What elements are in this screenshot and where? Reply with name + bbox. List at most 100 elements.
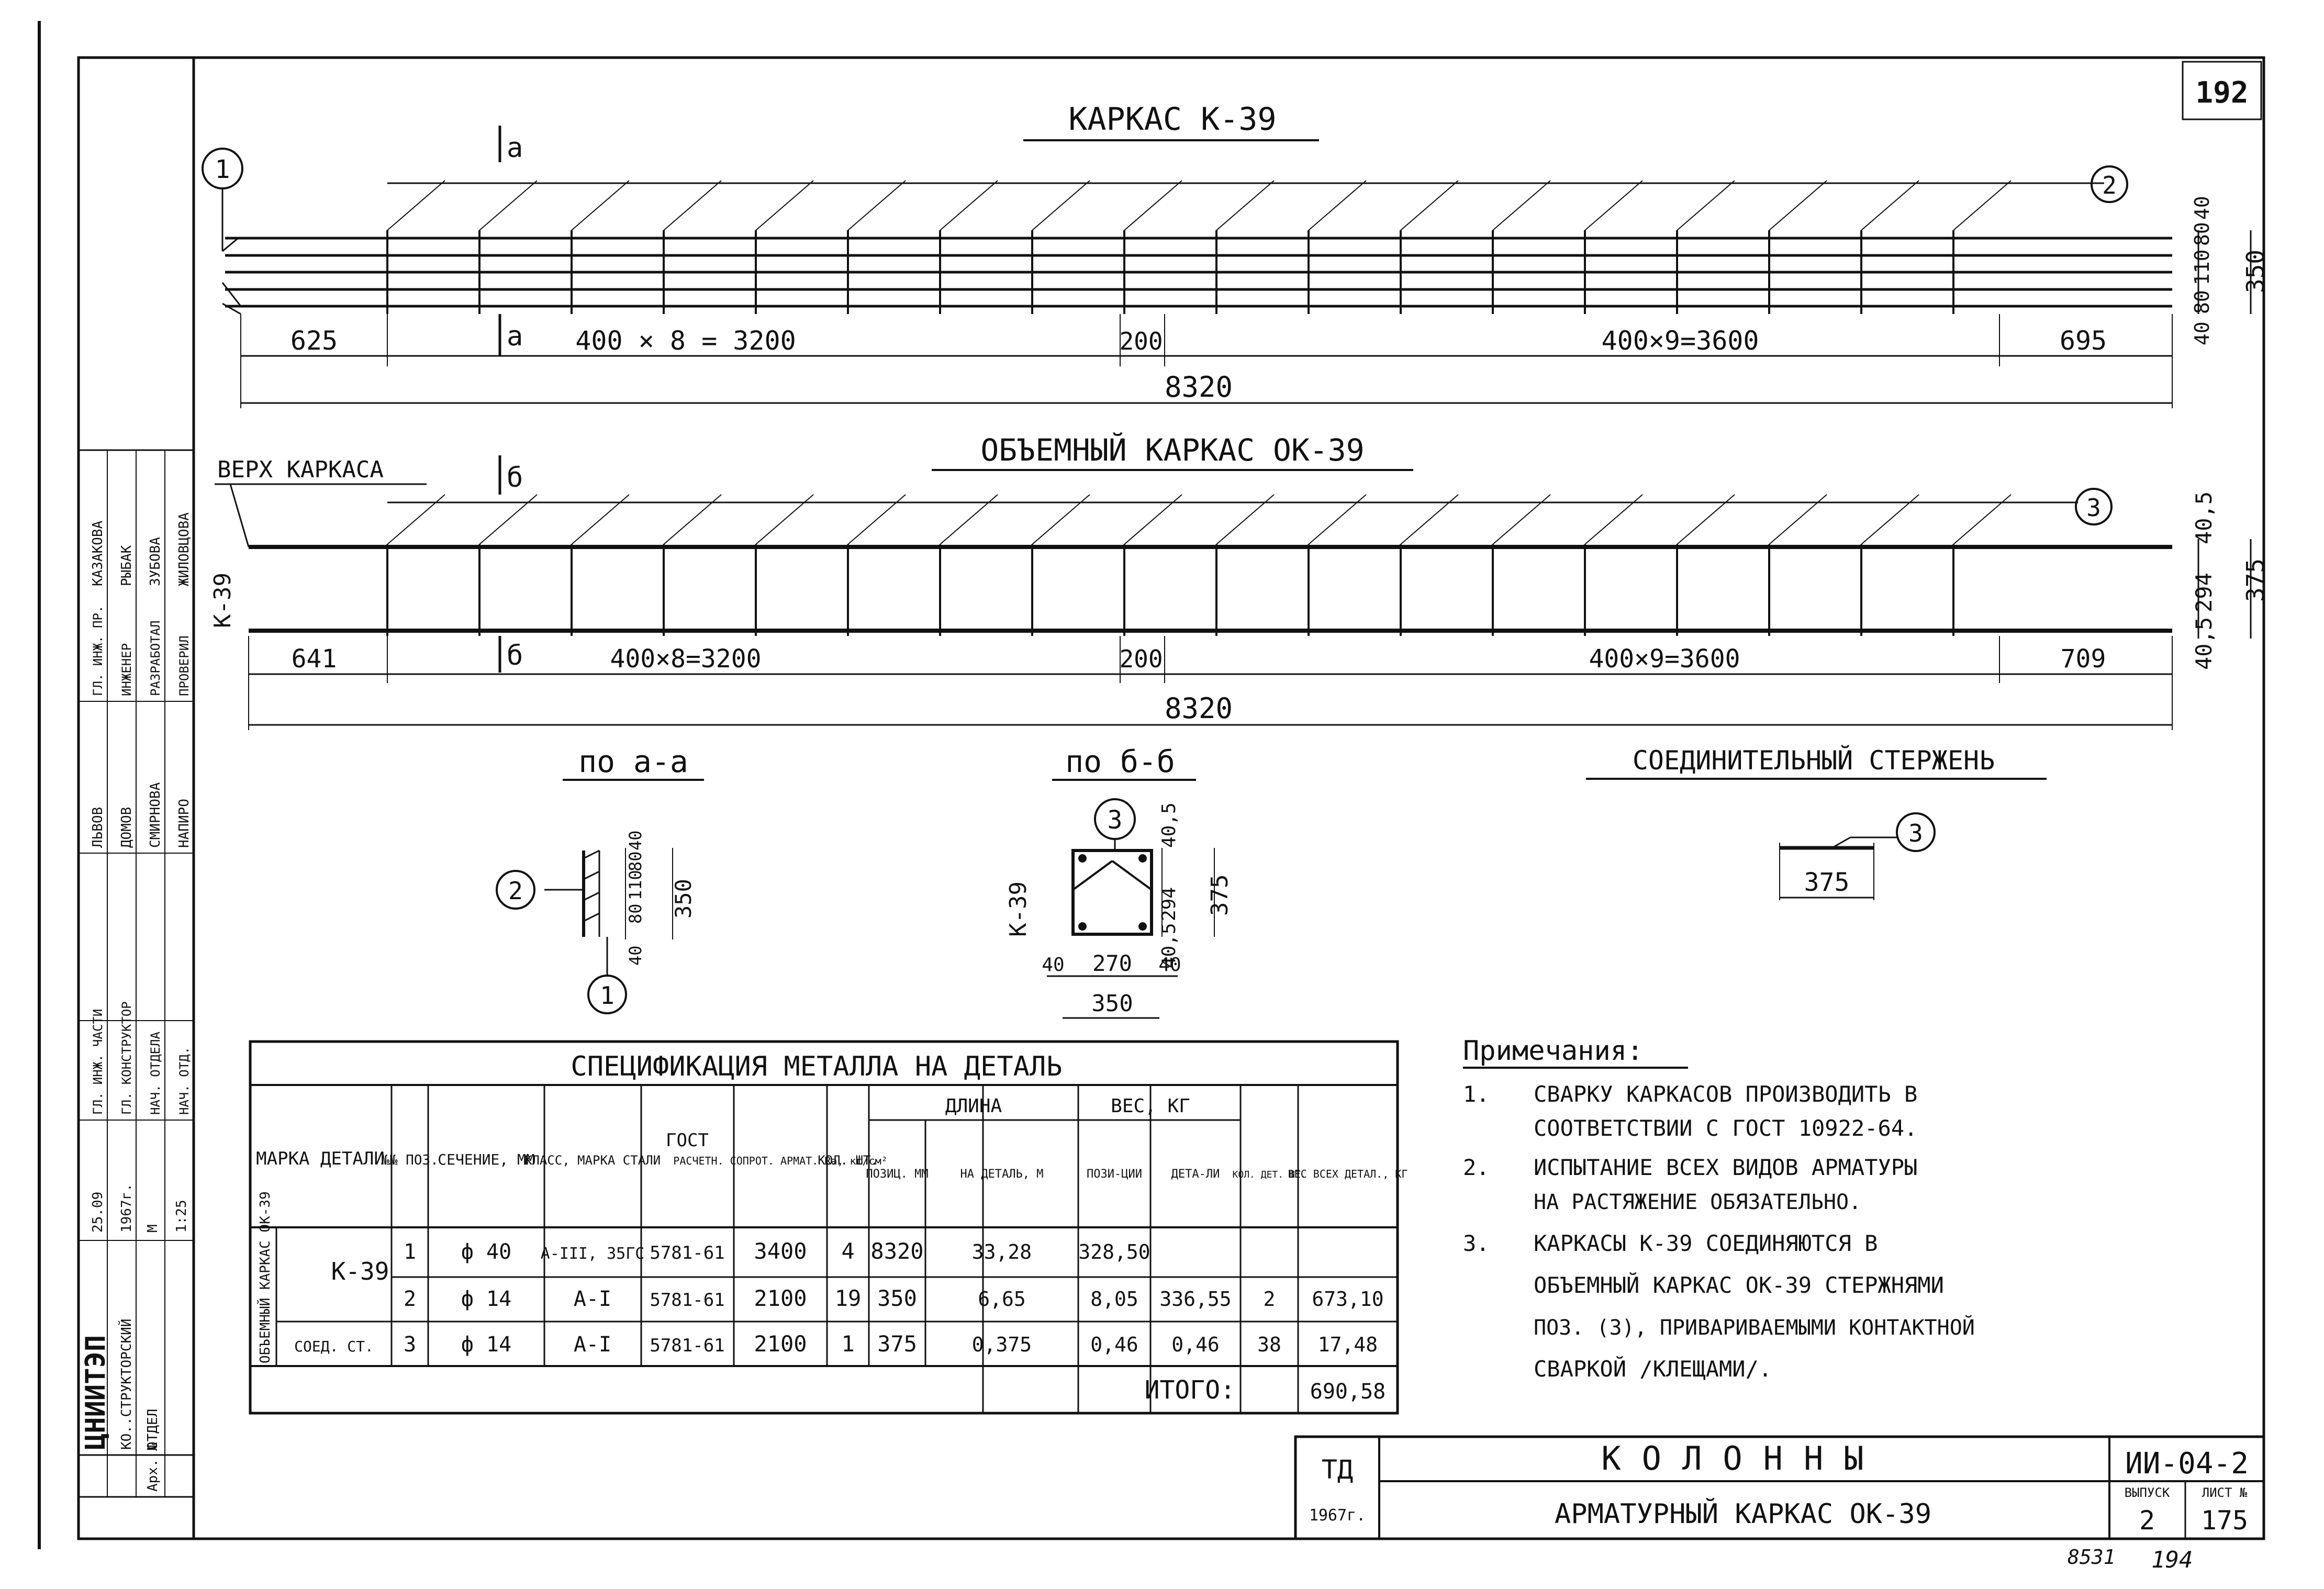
- signature-roles-1: ГЛ. ИНЖ. ЧАСТИ ГЛ. КОНСТРУКТОР НАЧ. ОТДЕ…: [90, 782, 192, 1115]
- title-org: ТД: [1322, 1454, 1353, 1485]
- name-2: ДОМОВ: [119, 807, 135, 848]
- frame2-top-label: ВЕРХ КАРКАСА: [217, 456, 384, 483]
- section-bb-hdim-3: 40: [1158, 954, 1181, 976]
- role2-1: ГЛ. ИНЖ. ПР.: [91, 606, 105, 696]
- frame1-section-mark-bottom: а: [507, 321, 523, 352]
- spec-r2-section: ф 14: [461, 1287, 511, 1311]
- frame2-vdim-2: 294: [2191, 573, 2217, 612]
- frame1-stirrup-leader: [1032, 180, 1090, 231]
- frame1-vdim-1: 40: [2191, 321, 2214, 345]
- spec-h-gost: ГОСТ: [666, 1130, 709, 1151]
- title-sheet-label: ЛИСТ №: [2202, 1485, 2248, 1500]
- role2-4: ПРОВЕРИЛ: [177, 635, 192, 696]
- name2-3: ЗУБОВА: [148, 537, 163, 586]
- spec-r1-class: А-III, 35ГС: [541, 1245, 645, 1263]
- spec-h-weight: ВЕС, КГ: [1111, 1095, 1190, 1117]
- frame1-elevation: КАРКАС К-39 1 а а 2 625 400 × 8 = 3200: [202, 101, 2270, 408]
- spec-r3-resist: 2100: [754, 1331, 807, 1357]
- frame1-stirrup-leader: [1400, 180, 1459, 231]
- note-3-line-3: ПОЗ. (3), ПРИВАРИВАЕМЫМИ КОНТАКТНОЙ: [1534, 1315, 1975, 1340]
- spec-r3-mark: СОЕД. СТ.: [294, 1338, 374, 1355]
- section-bb-vdim-1: 40,5: [1158, 802, 1180, 848]
- spec-r2-resist: 2100: [754, 1285, 807, 1311]
- frame-date: 25.09: [90, 1192, 106, 1233]
- arch-no-label: Арх. №: [145, 1442, 161, 1492]
- title-series: ИИ-04-2: [2125, 1447, 2249, 1481]
- section-aa-callout-1-circle: [587, 975, 627, 1014]
- name2-2: РЫБАК: [119, 545, 135, 586]
- frame1-title: КАРКАС К-39: [1068, 101, 1276, 138]
- spec-r2-w-pos: 8,05: [1090, 1288, 1138, 1311]
- spec-h-weight-all: ВЕС ВСЕХ ДЕТАЛ., КГ: [1288, 1168, 1408, 1180]
- spec-h-length-pos: ПОЗИЦ. ММ: [866, 1168, 928, 1181]
- notes-title: Примечания:: [1463, 1035, 1643, 1067]
- section-aa-title: по а-а: [578, 744, 688, 779]
- role2-3: РАЗРАБОТАЛ: [148, 621, 163, 697]
- frame1-dim-3: 200: [1119, 327, 1163, 355]
- spec-h-weight-pos: ПОЗИ-ЦИИ: [1087, 1168, 1142, 1181]
- spec-r3-gost: 5781-61: [650, 1335, 724, 1356]
- section-aa: по а-а 2 1 40 80 110 80 40 350: [496, 744, 704, 1014]
- role2-2: ИНЖЕНЕР: [119, 643, 134, 696]
- connector-bar: СОЕДИНИТЕЛЬНЫЙ СТЕРЖЕНЬ 3 375: [1586, 745, 2047, 900]
- callout-1-label: 1: [215, 155, 230, 184]
- section-bb-htotal: 350: [1091, 990, 1133, 1017]
- spec-r2-w-all: 673,10: [1312, 1288, 1383, 1311]
- frame1-stirrup-leader: [1584, 180, 1643, 231]
- spec-r2-len-det: 6,65: [978, 1288, 1026, 1311]
- frame1-stirrup-leader: [1677, 180, 1735, 231]
- note-3-line-1: КАРКАСЫ К-39 СОЕДИНЯЮТСЯ В: [1534, 1230, 1878, 1256]
- frame1-total: 8320: [1165, 371, 1233, 404]
- callout-2-label: 2: [2102, 171, 2117, 199]
- frame2-vtotal: 375: [2241, 558, 2270, 602]
- spec-r2-qty: 19: [835, 1285, 862, 1311]
- spec-r1-qty: 4: [841, 1238, 854, 1264]
- frame1-stirrup-leader: [1124, 180, 1182, 231]
- note-3-line-4: СВАРКОЙ /КЛЕЩАМИ/.: [1534, 1356, 1772, 1382]
- title-sheet: 175: [2201, 1505, 2248, 1536]
- note-3-number: 3.: [1463, 1230, 1490, 1256]
- frame1-stirrup-leader: [1861, 180, 1919, 231]
- frame1-stirrup-leader: [847, 180, 906, 231]
- frame1-dim-5: 695: [2060, 326, 2107, 356]
- role-1: ГЛ. ИНЖ. ЧАСТИ: [91, 1009, 105, 1115]
- section-aa-total: 350: [671, 879, 696, 919]
- connector-callout: 3: [1908, 819, 1923, 847]
- connector-length: 375: [1804, 868, 1850, 897]
- spec-r1-mark: К-39: [331, 1257, 389, 1285]
- frame-scale: 1:25: [174, 1200, 189, 1233]
- frame2-title: ОБЪЕМНЫЙ КАРКАС ОК-39: [980, 432, 1364, 468]
- spec-r2-qty-det: 2: [1264, 1288, 1276, 1311]
- spec-r1-resist: 3400: [754, 1238, 807, 1264]
- spec-title: СПЕЦИФИКАЦИЯ МЕТАЛЛА НА ДЕТАЛЬ: [571, 1051, 1062, 1082]
- section-aa-dim-2: 80: [625, 851, 645, 871]
- frame1-stirrup-leader: [940, 180, 998, 231]
- title-subtitle: АРМАТУРНЫЙ КАРКАС ОК-39: [1555, 1498, 1931, 1530]
- frame2-vdim-1: 40,5: [2191, 491, 2217, 544]
- frame-m-label: М: [145, 1224, 161, 1233]
- spec-r1-len-det: 33,28: [972, 1240, 1032, 1263]
- left-stamp: ЦНИИТЭП КО..СТРУКТОРСКИЙ ОТДЕЛ 25.09 196…: [79, 449, 194, 1498]
- signature-roles-2: ГЛ. ИНЖ. ПР. ИНЖЕНЕР РАЗРАБОТАЛ ПРОВЕРИЛ…: [90, 512, 192, 696]
- frame1-vdim-3: 110: [2191, 249, 2214, 285]
- section-bb-hdim-2: 270: [1092, 950, 1132, 976]
- frame1-stirrup-leader: [479, 180, 538, 231]
- name2-1: КАЗАКОВА: [90, 520, 106, 586]
- spec-r1-section: ф 40: [461, 1240, 511, 1264]
- frame2-dim-1: 641: [292, 644, 337, 674]
- spec-h-class: КЛАСС, МАРКА СТАЛИ: [524, 1153, 661, 1168]
- spec-r3-w-pos: 0,46: [1090, 1333, 1138, 1356]
- title-main: КОЛОННЫ: [1601, 1439, 1884, 1478]
- spec-r1-pos: 1: [404, 1240, 416, 1264]
- spec-r3-pos: 3: [404, 1333, 416, 1357]
- note-2-line-1: ИСПЫТАНИЕ ВСЕХ ВИДОВ АРМАТУРЫ: [1534, 1155, 1917, 1180]
- spec-h-length: ДЛИНА: [945, 1095, 1002, 1117]
- section-aa-dim-5: 40: [625, 945, 645, 966]
- footer-stamp-right: 194: [2151, 1547, 2193, 1573]
- spec-r2-w-det: 336,55: [1159, 1288, 1231, 1311]
- frame1-dim-1: 625: [290, 326, 338, 356]
- dept-line-1: КО..СТРУКТОРСКИЙ: [118, 1319, 135, 1450]
- frame2-dim-2: 400×8=3200: [610, 644, 762, 674]
- spec-r2-len-pos: 350: [877, 1285, 917, 1311]
- frame1-vdim-2: 80: [2191, 290, 2214, 314]
